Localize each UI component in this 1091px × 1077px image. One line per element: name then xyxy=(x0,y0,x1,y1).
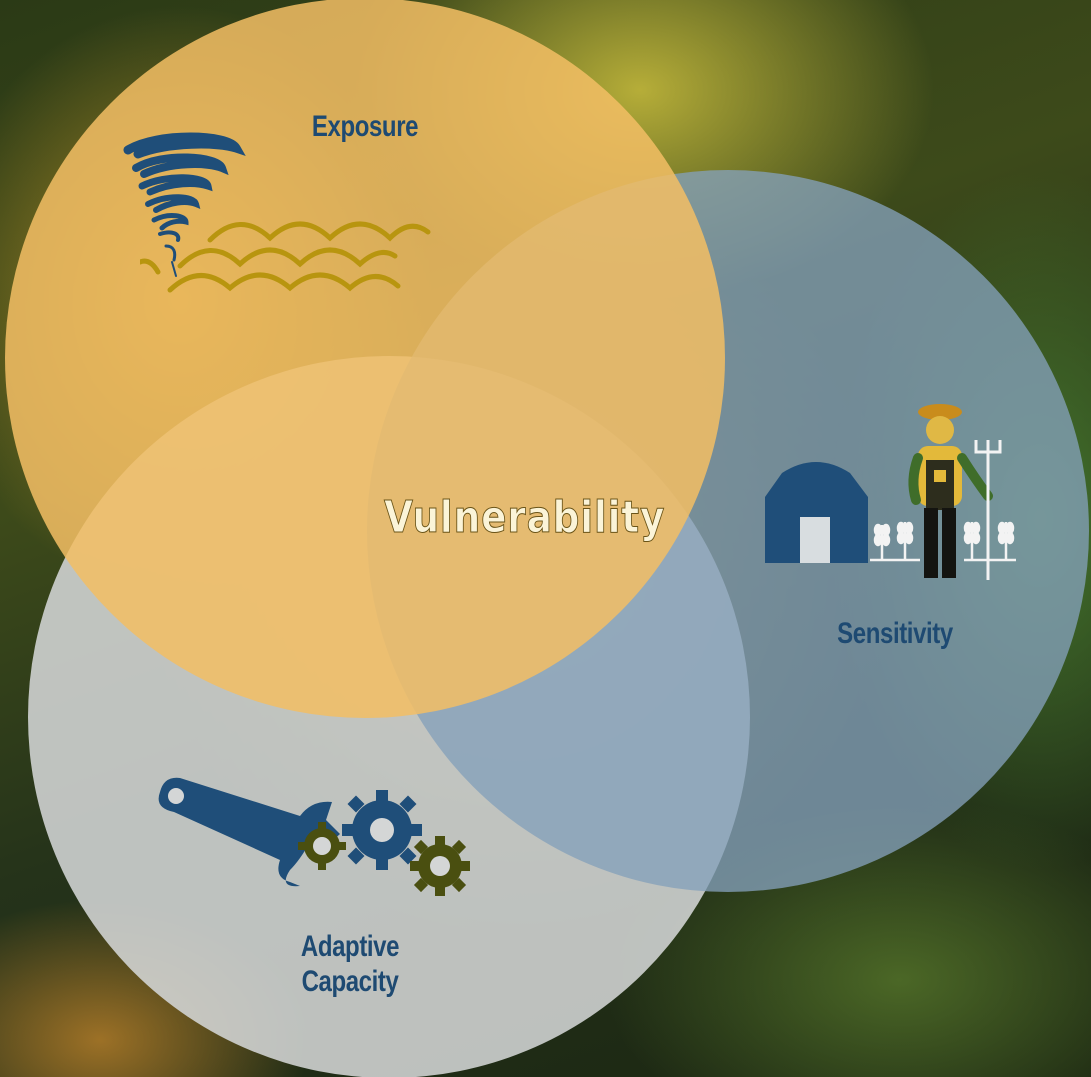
waves-icon xyxy=(137,200,440,315)
sensitivity-label: Sensitivity xyxy=(837,617,953,650)
tornado-icon xyxy=(118,128,248,283)
farmer-icon xyxy=(860,400,1020,590)
exposure-circle xyxy=(5,0,725,718)
exposure-label: Exposure xyxy=(311,110,419,143)
vulnerability-label: Vulnerability xyxy=(384,492,666,544)
adaptive-capacity-label: Adaptive Capacity xyxy=(262,930,438,999)
adaptive-label-line2: Capacity xyxy=(301,964,399,998)
adaptive-label-line1: Adaptive xyxy=(300,930,400,963)
barn-icon xyxy=(760,455,880,570)
wrench-gears-icon xyxy=(150,770,480,915)
